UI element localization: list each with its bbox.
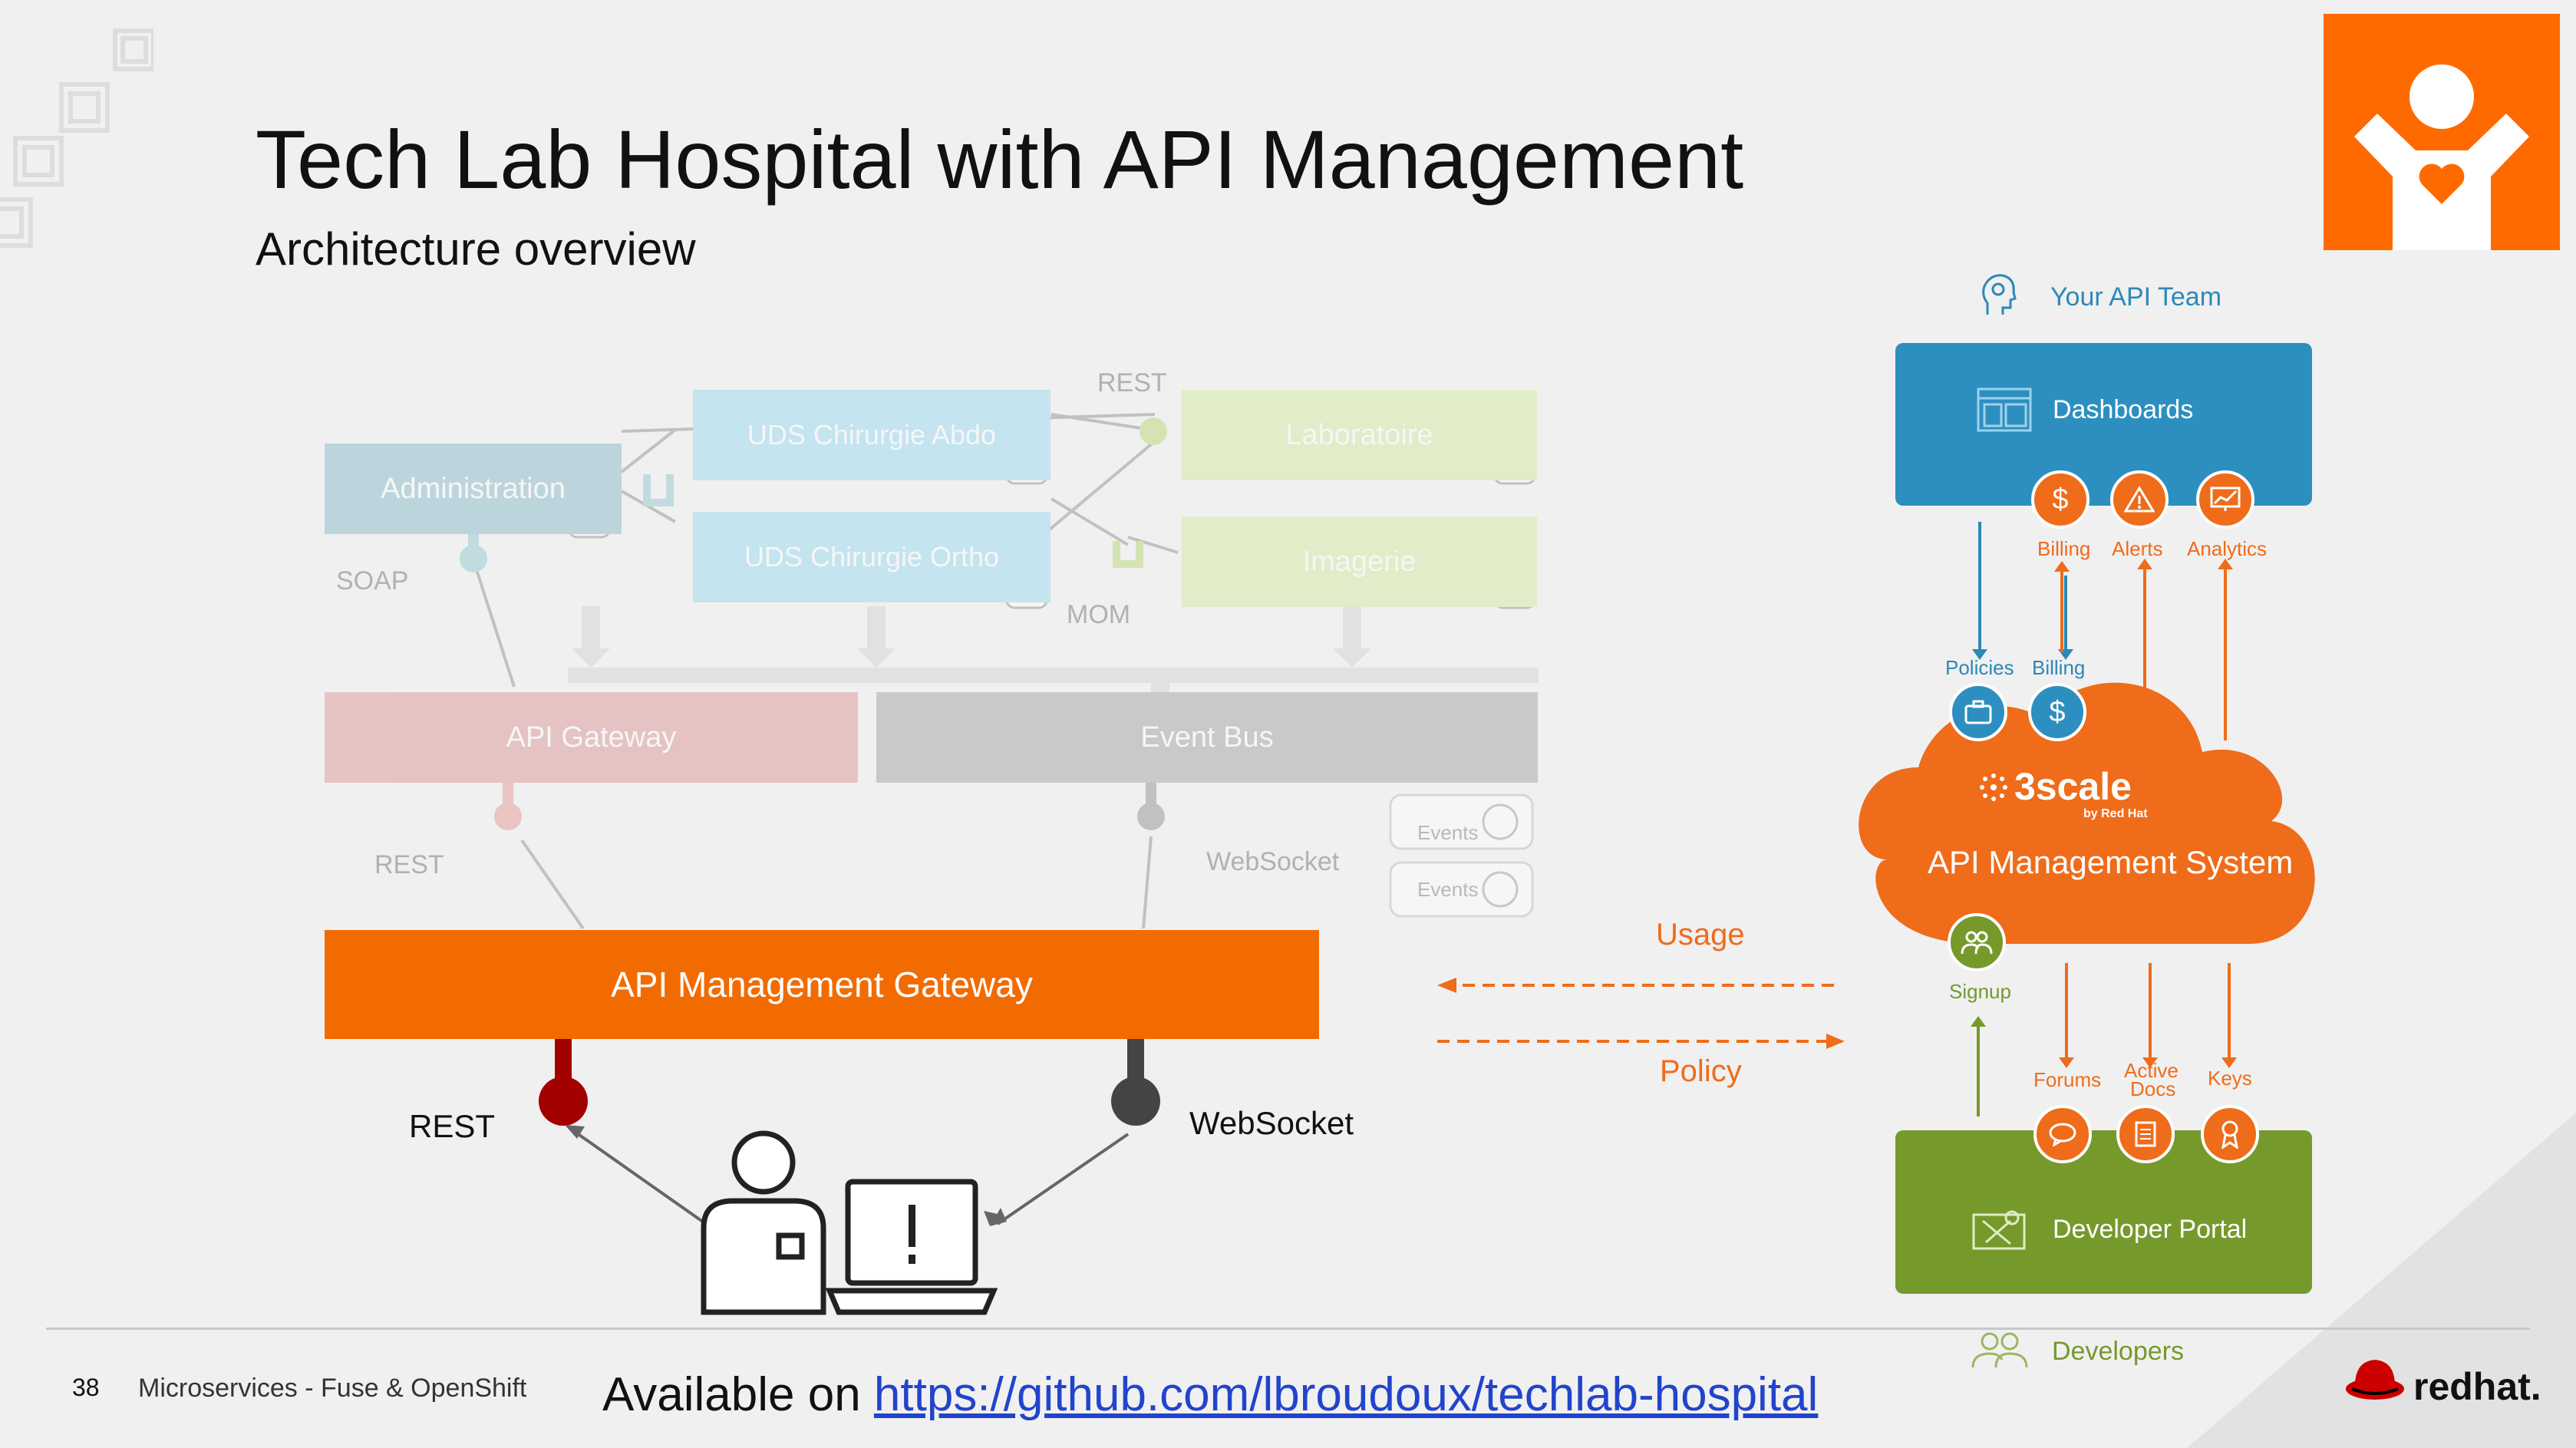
active-docs-label-1: Active [2124, 1059, 2179, 1082]
active-docs-label-2: Docs [2130, 1077, 2176, 1100]
policy-label: Policy [1660, 1054, 1742, 1088]
keys-label: Keys [2208, 1067, 2252, 1090]
devportal-icon [1972, 1207, 2026, 1250]
forums-label: Forums [2033, 1068, 2102, 1091]
analytics-icon [2196, 470, 2254, 529]
key-icon [2201, 1105, 2259, 1163]
available-on-text: Available on https://github.com/lbroudou… [602, 1367, 1818, 1422]
administration-box: Administration [325, 444, 622, 534]
rest-label: REST [409, 1108, 496, 1144]
websocket-mid-label: WebSocket [1206, 847, 1340, 876]
events-label-1: Events [1417, 821, 1479, 844]
policies-label: Policies [1945, 656, 2014, 679]
laboratoire-box: Laboratoire [1182, 390, 1537, 480]
signup-label: Signup [1949, 980, 2011, 1003]
events-label-2: Events [1417, 878, 1479, 901]
rest-mid-label: REST [374, 850, 444, 879]
dollar-icon: $ [2031, 470, 2089, 529]
analytics-label: Analytics [2187, 537, 2268, 560]
github-link[interactable]: https://github.com/lbroudoux/techlab-hos… [873, 1368, 1819, 1421]
websocket-label: WebSocket [1189, 1105, 1354, 1141]
api-gateway-box: API Gateway [325, 692, 858, 783]
alerts-label: Alerts [2112, 537, 2163, 560]
uds-ortho-box: UDS Chirurgie Ortho [693, 512, 1051, 602]
alert-icon [2110, 470, 2169, 529]
mom-label: MOM [1067, 600, 1131, 629]
available-prefix: Available on [602, 1368, 874, 1421]
page-subtitle: Architecture overview [256, 223, 696, 275]
docs-icon [2116, 1105, 2175, 1163]
dashboard-icon [1977, 388, 2032, 432]
cloud-shape [1859, 682, 2315, 944]
dollar-icon-blue: $ [2028, 683, 2086, 741]
soap-label: SOAP [336, 566, 409, 595]
api-team-label: Your API Team [2050, 282, 2222, 312]
developers-icon [1968, 1329, 2030, 1369]
rest-top-label: REST [1097, 368, 1167, 397]
billing-top-label: Billing [2037, 537, 2091, 560]
page-number: 38 [72, 1374, 100, 1401]
api-management-system-label: API Management System [1928, 844, 2294, 880]
developer-portal-label: Developer Portal [2053, 1215, 2248, 1244]
dashboards-label: Dashboards [2053, 395, 2194, 424]
database-icon [568, 428, 1536, 609]
footer-text: Microservices - Fuse & OpenShift [138, 1374, 527, 1403]
dashboards-box: Dashboards [1895, 343, 2312, 506]
person-laptop-icon [694, 1128, 1001, 1320]
uds-abdo-box: UDS Chirurgie Abdo [693, 390, 1051, 480]
threescale-logo-sub: by Red Hat [2083, 807, 2148, 820]
redhat-brand: redhat. [2413, 1365, 2541, 1408]
footer-divider [46, 1328, 2530, 1330]
legacy-architecture: Administration UDS Chirurgie Abdo UDS Ch… [0, 0, 1573, 936]
imagerie-box: Imagerie [1182, 516, 1537, 607]
api-management-gateway: API Management Gateway [325, 930, 1319, 1039]
usage-label: Usage [1656, 918, 1745, 952]
threescale-logo-icon [1976, 770, 2011, 805]
signup-icon [1948, 913, 2006, 971]
corner-pattern [0, 28, 153, 248]
page-title: Tech Lab Hospital with API Management [256, 113, 1744, 206]
billing-mid-label: Billing [2032, 656, 2086, 679]
briefcase-icon [1949, 683, 2007, 741]
forum-icon [2033, 1105, 2092, 1163]
team-icon [1980, 272, 2018, 318]
hospital-logo-icon [2324, 14, 2560, 250]
event-bus-box: Event Bus [876, 692, 1538, 783]
developers-label: Developers [2052, 1337, 2184, 1366]
redhat-hat-icon [2344, 1355, 2406, 1404]
threescale-logo: 3scale [2014, 765, 2132, 808]
